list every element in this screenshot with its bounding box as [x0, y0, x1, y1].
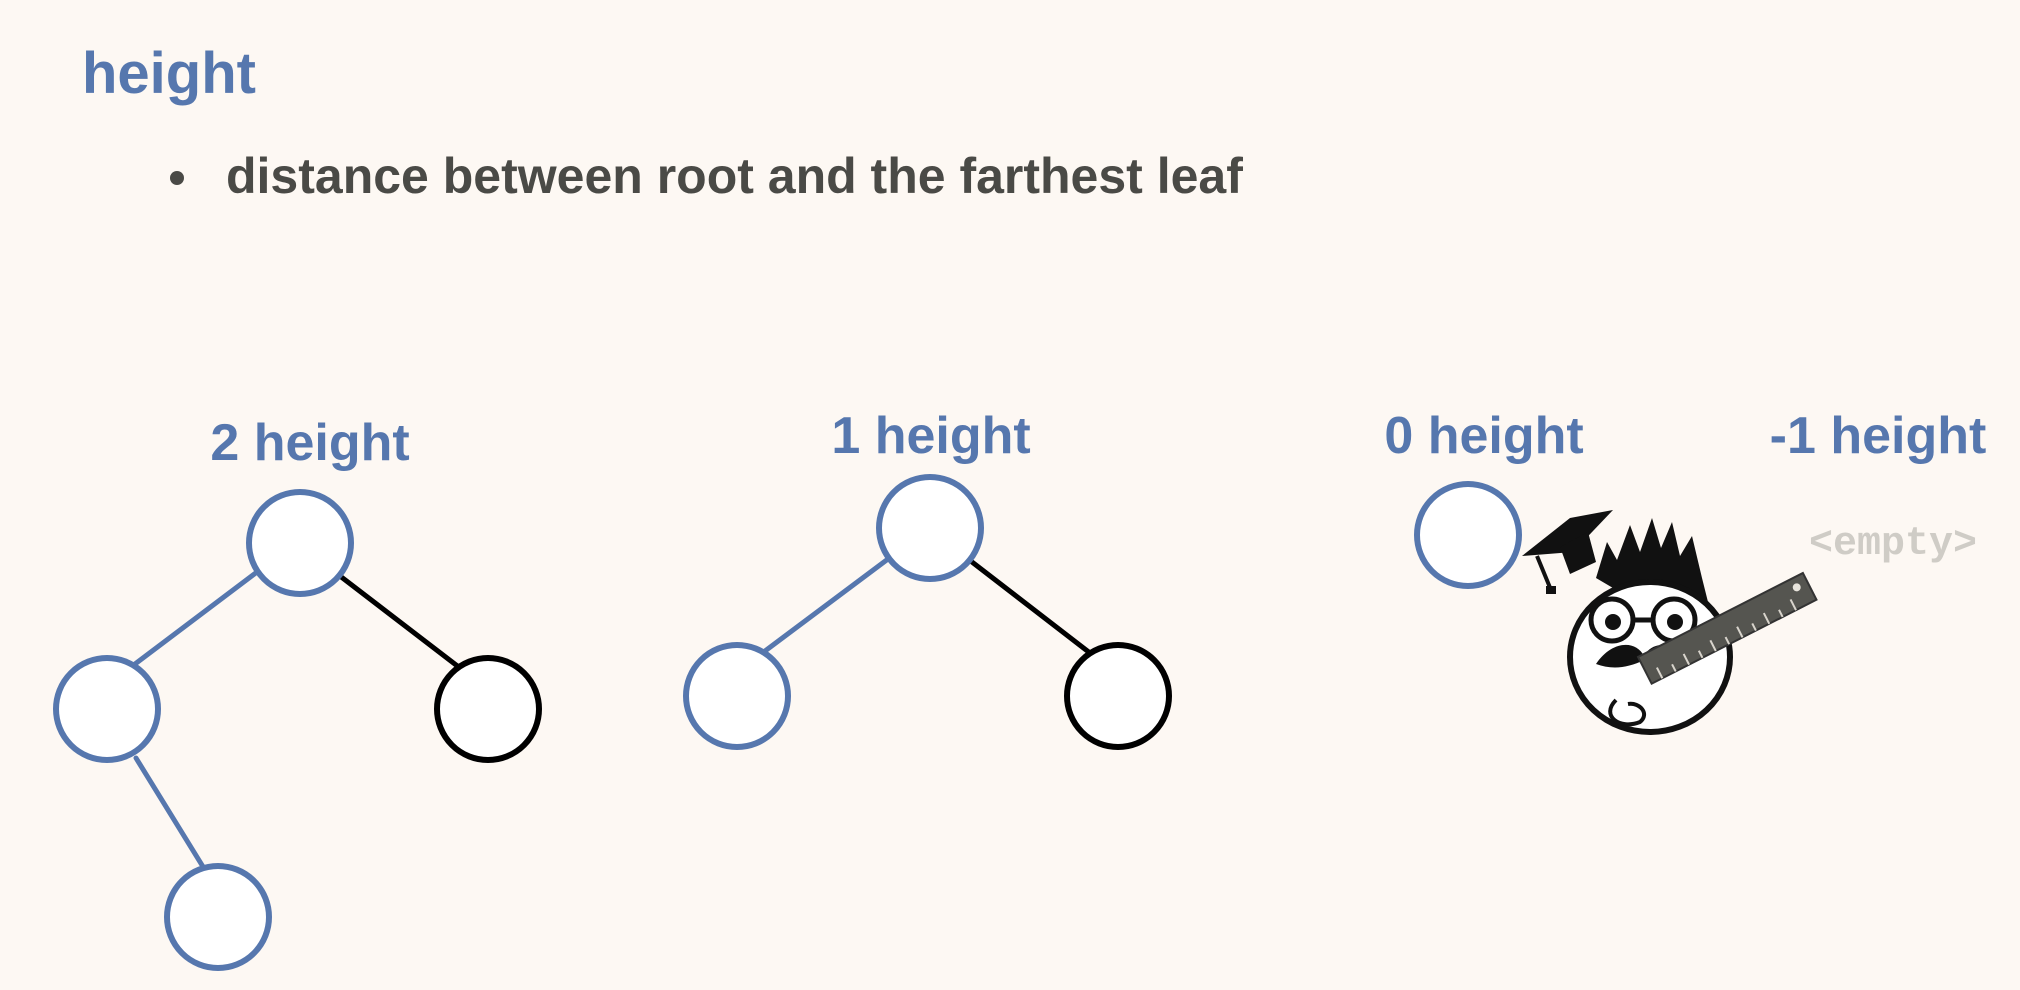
tree-height-minus-1: -1 height <empty>	[1770, 407, 1987, 567]
bullet-item: distance between root and the farthest l…	[168, 140, 1243, 212]
tree-height-2: 2 height	[53, 414, 542, 971]
bullet-dot	[170, 171, 184, 185]
tree-node	[683, 642, 791, 750]
slide-title: height	[82, 41, 256, 106]
tree-edge	[762, 556, 891, 654]
tree-height-1: 1 height	[683, 407, 1172, 750]
tree-node-highlighted	[1064, 642, 1172, 750]
tree-node-root	[246, 489, 354, 597]
bullet-list: distance between root and the farthest l…	[168, 140, 1243, 212]
professor-with-ruler-icon	[1522, 510, 1818, 735]
tree-height-1-label: 1 height	[831, 407, 1030, 465]
empty-tree-placeholder: <empty>	[1809, 522, 1977, 567]
tree-node	[53, 655, 161, 763]
tree-edge-highlighted	[337, 573, 463, 671]
tree-edge-highlighted	[969, 559, 1093, 656]
tree-node-root	[1414, 481, 1522, 589]
tree-height-0-label: 0 height	[1384, 407, 1583, 465]
tree-node-highlighted	[434, 655, 542, 763]
tree-node-leaf	[164, 863, 272, 971]
graduation-cap-icon	[1522, 510, 1613, 594]
tree-edge	[133, 755, 208, 873]
tree-height-minus-1-label: -1 height	[1770, 407, 1987, 465]
tree-height-2-label: 2 height	[210, 414, 409, 472]
tree-height-0: 0 height	[1384, 407, 1584, 589]
ruler-icon	[1636, 571, 1818, 686]
bullet-text: distance between root and the farthest l…	[226, 148, 1243, 204]
tree-edge	[132, 569, 260, 667]
tree-node-root	[876, 474, 984, 582]
